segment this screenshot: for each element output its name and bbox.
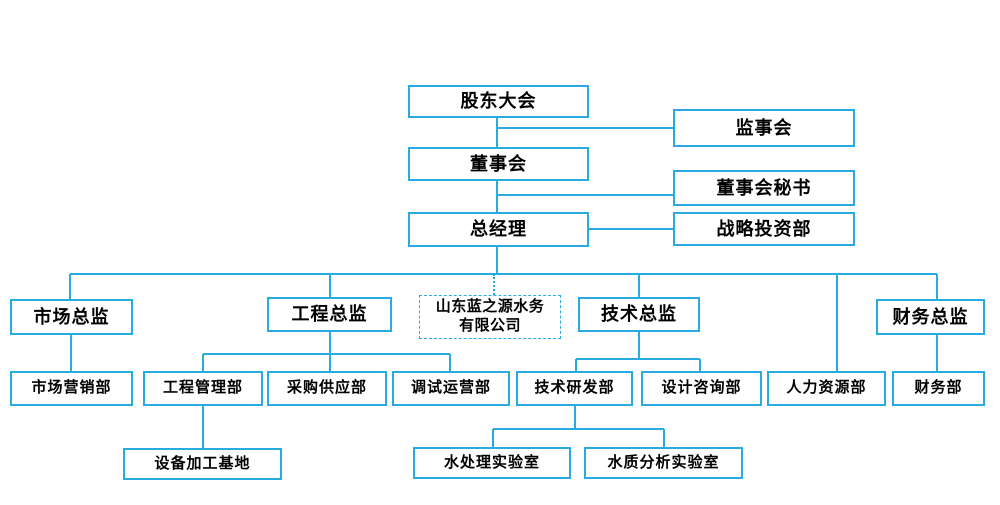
org-node-supervisory-board: 监事会 <box>673 109 855 147</box>
connector-line <box>70 335 72 371</box>
org-node-marketing-dept: 市场营销部 <box>10 371 133 406</box>
org-node-company: 山东蓝之源水务 有限公司 <box>419 295 561 339</box>
org-node-design-consulting-dept: 设计咨询部 <box>641 371 762 406</box>
connector-line <box>638 332 640 359</box>
org-node-procurement-supply-dept: 采购供应部 <box>267 371 387 406</box>
org-node-general-manager: 总经理 <box>408 212 589 247</box>
org-node-water-treatment-lab: 水处理实验室 <box>413 447 571 479</box>
connector-line <box>638 274 640 297</box>
connector-line <box>497 194 673 196</box>
connector-line <box>449 354 451 371</box>
connector-line <box>496 181 498 212</box>
org-node-marketing-director: 市场总监 <box>10 299 133 335</box>
connector-line <box>663 429 665 447</box>
org-node-tech-rnd-dept: 技术研发部 <box>516 371 633 406</box>
connector-line <box>69 274 71 299</box>
org-node-engineering-mgmt-dept: 工程管理部 <box>143 371 263 406</box>
org-node-board-secretary: 董事会秘书 <box>673 170 855 206</box>
connector-line <box>203 353 450 355</box>
org-node-shareholders-meeting: 股东大会 <box>408 85 589 118</box>
connector-line <box>496 247 498 274</box>
connector-line <box>329 332 331 371</box>
connector-line <box>589 228 673 230</box>
org-node-hr-dept: 人力资源部 <box>767 371 886 406</box>
org-node-strategic-investment-dept: 战略投资部 <box>673 212 855 246</box>
connector-line <box>496 118 498 147</box>
org-node-technical-director: 技术总监 <box>578 297 700 332</box>
connector-line <box>493 428 664 430</box>
connector-line <box>936 335 938 371</box>
org-node-board-of-directors: 董事会 <box>408 147 589 181</box>
connector-line <box>575 359 577 371</box>
org-node-engineering-director: 工程总监 <box>267 297 392 332</box>
org-node-water-quality-analysis-lab: 水质分析实验室 <box>584 447 743 479</box>
connector-line <box>574 406 576 429</box>
connector-line <box>70 273 937 275</box>
org-node-equipment-processing-base: 设备加工基地 <box>123 448 282 480</box>
org-node-finance-director: 财务总监 <box>876 299 985 335</box>
connector-line <box>202 354 204 371</box>
connector-line <box>576 358 700 360</box>
connector-line <box>699 359 701 371</box>
connector-line-dotted <box>493 274 495 295</box>
connector-line <box>936 274 938 299</box>
connector-line <box>497 127 673 129</box>
org-node-commissioning-ops-dept: 调试运营部 <box>392 371 510 406</box>
connector-line <box>492 429 494 447</box>
connector-line <box>836 274 838 371</box>
org-node-finance-dept: 财务部 <box>892 371 985 406</box>
connector-line <box>329 274 331 297</box>
connector-line <box>202 406 204 448</box>
